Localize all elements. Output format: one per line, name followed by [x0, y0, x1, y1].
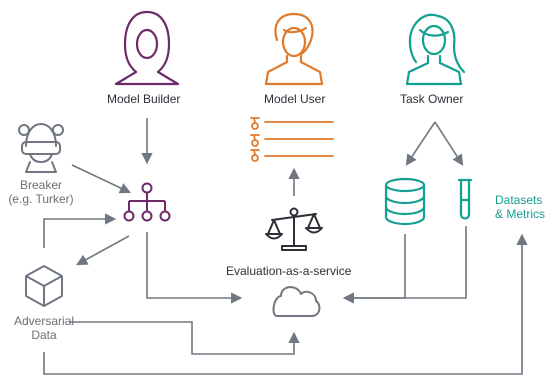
arrow-breaker-to-model [71, 164, 132, 194]
arrow-adversarial-to-datasets [43, 233, 528, 375]
arrow-owner-to-database [405, 121, 436, 166]
model-builder-label: Model Builder [107, 92, 181, 106]
scales-icon [265, 207, 323, 251]
database-icon [384, 177, 426, 226]
arrow-adversarial-to-model [43, 213, 117, 248]
task-owner-icon [405, 13, 466, 86]
breaker-label-line1: Breaker [19, 178, 63, 192]
datasets-label-line2: & Metrics [495, 207, 546, 221]
model-hierarchy-icon [123, 182, 171, 222]
breaker-icon [18, 123, 64, 173]
model-user-icon [264, 12, 324, 86]
adversarial-label-line1: Adversarial [13, 314, 75, 328]
cube-icon [25, 265, 63, 307]
datasets-metrics-label: Datasets & Metrics [495, 193, 545, 221]
arrow-owner-to-testtube [434, 121, 464, 166]
evaluation-label: Evaluation-as-a-service [226, 264, 352, 278]
datasets-label-line1: Datasets [495, 193, 543, 207]
connectors [43, 118, 528, 375]
test-tube-icon [457, 178, 473, 220]
arrow-model-to-adversarial [76, 235, 130, 266]
adversarial-label-line2: Data [31, 328, 57, 342]
model-user-label: Model User [264, 92, 326, 106]
arrow-adversarial-to-cloud [70, 321, 300, 355]
arrow-model-to-cloud [146, 232, 243, 304]
arrow-testtube-to-cloud [342, 226, 467, 304]
arrow-database-to-cloud [350, 234, 406, 299]
adversarial-data-label: Adversarial Data [4, 314, 84, 342]
model-builder-icon [114, 10, 180, 86]
leaderboard-icon [250, 117, 334, 162]
task-owner-label: Task Owner [400, 92, 464, 106]
cloud-icon [272, 286, 321, 317]
breaker-label-line2: (e.g. Turker) [8, 192, 74, 206]
breaker-label: Breaker (e.g. Turker) [6, 178, 76, 206]
